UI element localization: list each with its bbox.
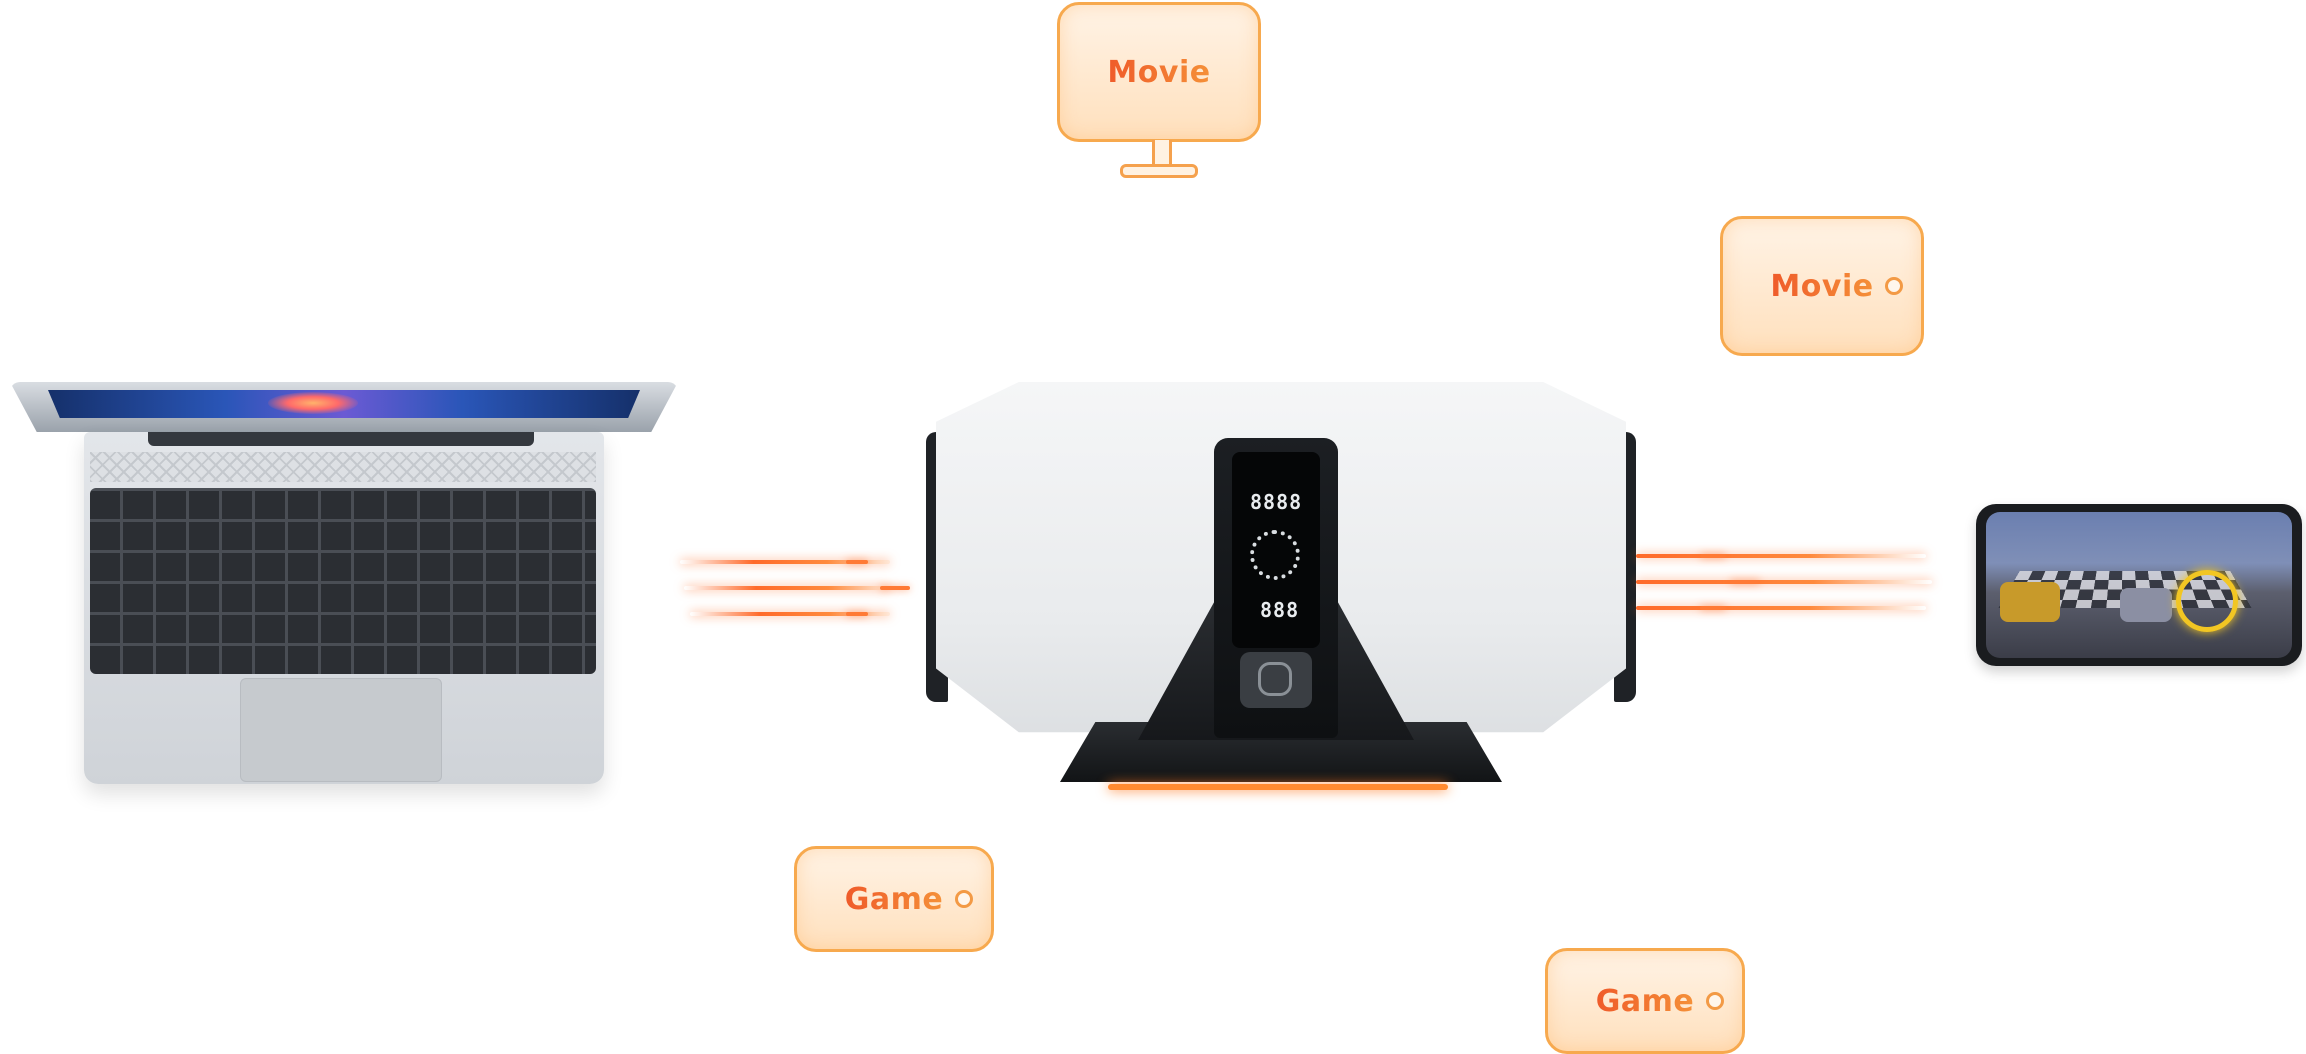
beam-line (1636, 580, 1932, 584)
beam-segment (1700, 554, 1726, 558)
game-label-bottom: Game (1595, 983, 1695, 1019)
laptop-trackpad (240, 678, 442, 782)
beam-line (1636, 606, 1926, 610)
beam-segment (846, 612, 868, 616)
movie-label-right: Movie (1770, 268, 1874, 304)
device-power-button[interactable] (1240, 652, 1312, 708)
beam-segment (1700, 606, 1726, 610)
phone-boost-ring-icon (2176, 570, 2238, 632)
laptop-speaker-grille (90, 452, 596, 482)
device-underglow (1108, 784, 1448, 790)
connector-dot-icon (955, 890, 973, 908)
device-display-bottom: 888 (1260, 598, 1300, 622)
beam-line (680, 560, 890, 564)
beam-line (1636, 554, 1926, 558)
movie-label: Movie (1107, 54, 1211, 90)
beam-segment (1730, 580, 1760, 584)
laptop-keyboard (90, 488, 596, 674)
device-ring-icon (1250, 530, 1300, 580)
movie-tag-right: Movie (1720, 216, 1924, 356)
game-label-left: Game (844, 881, 944, 917)
phone-game-car (2000, 582, 2060, 622)
monitor-stand-foot (1120, 164, 1198, 178)
beam-segment (880, 586, 910, 590)
phone-game-car (2120, 588, 2172, 622)
laptop-wallpaper-glow (268, 392, 358, 414)
device-logo-icon (1258, 662, 1292, 696)
beam-segment (846, 560, 868, 564)
game-tag-bottom: Game (1545, 948, 1745, 1054)
beam-line (684, 586, 890, 590)
movie-monitor-tag: Movie (1057, 2, 1261, 142)
beam-line (690, 612, 890, 616)
connector-dot-icon (1706, 992, 1724, 1010)
game-tag-left: Game (794, 846, 994, 952)
laptop-hinge (148, 432, 534, 446)
device-display-top: 8888 (1250, 490, 1303, 514)
connector-dot-icon (1885, 277, 1903, 295)
